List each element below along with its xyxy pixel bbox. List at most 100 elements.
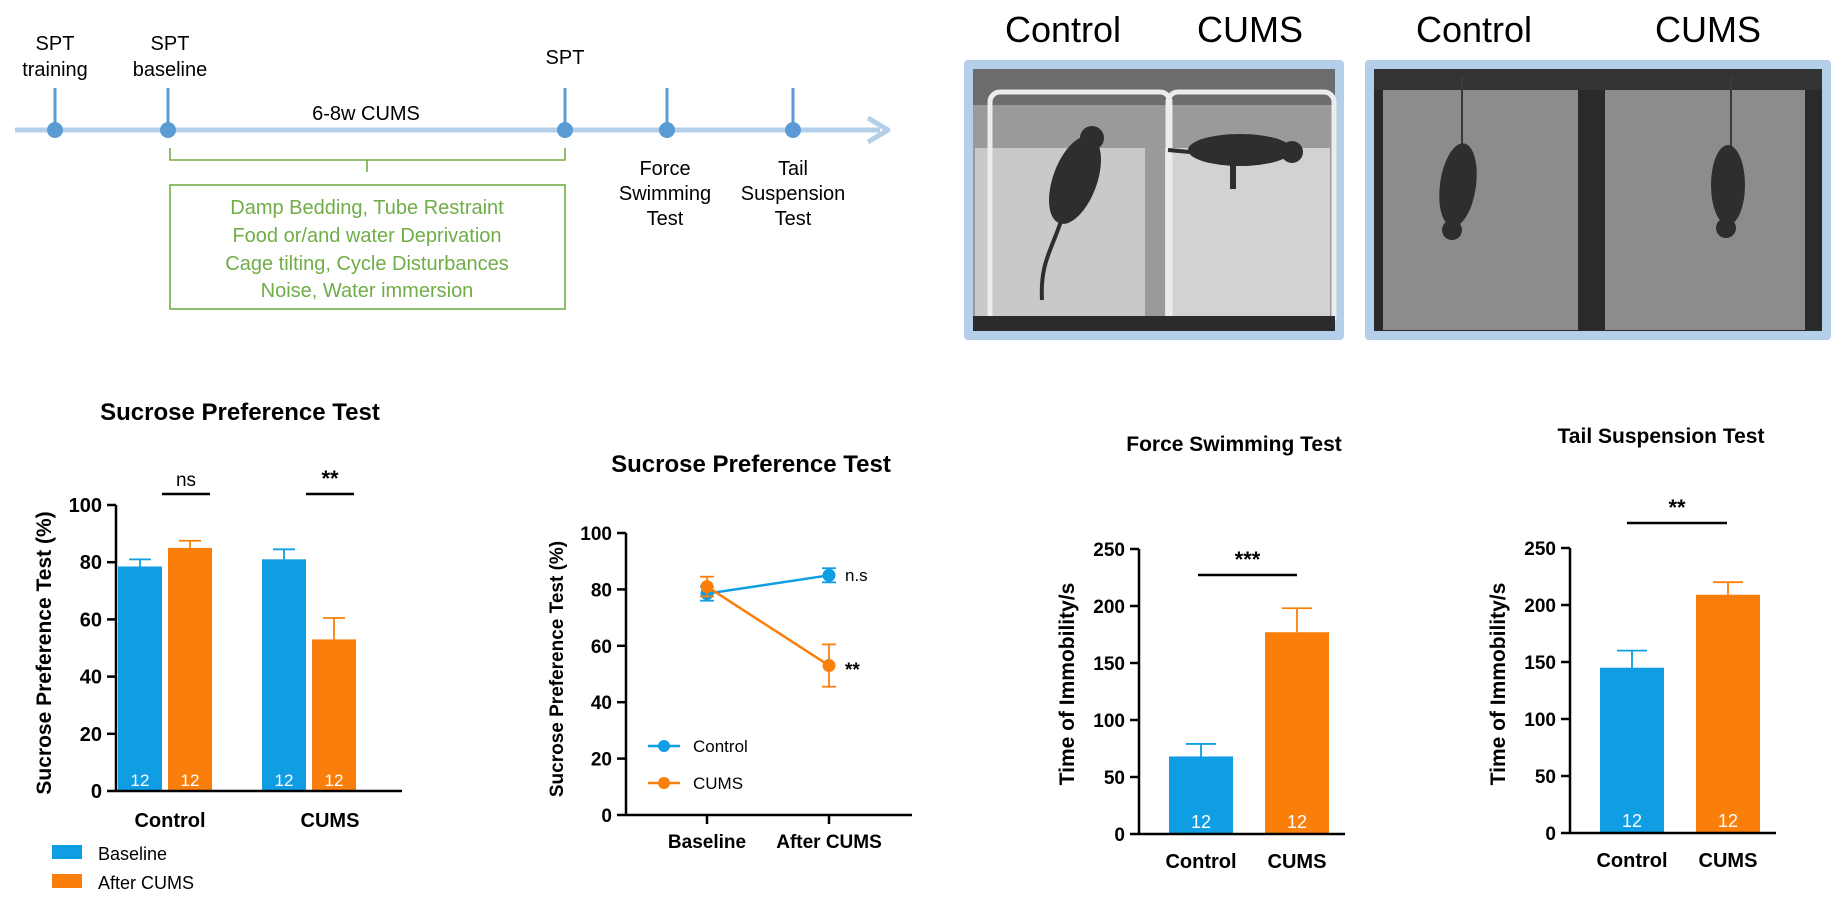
y-tick-label: 100 (1093, 711, 1125, 732)
x-tick-label: Control (1165, 851, 1236, 873)
y-tick-label: 50 (1104, 768, 1125, 789)
x-tick-label: CUMS (1268, 851, 1327, 873)
bar (168, 547, 212, 791)
chart-title: Tail Suspension Test (1558, 425, 1765, 448)
test-label: Tail (778, 158, 808, 180)
bar-n-label: 12 (1191, 812, 1211, 832)
y-tick-label: 250 (1093, 540, 1125, 561)
timeline-marker-spt (557, 122, 573, 138)
chart-title: Sucrose Preference Test (100, 399, 380, 426)
bar (1265, 632, 1329, 834)
y-axis-label: Time of Immobility/s (1487, 583, 1510, 786)
y-tick-label: 80 (80, 552, 102, 574)
chart-title: Sucrose Preference Test (611, 451, 891, 478)
photo-label-cums: CUMS (1655, 9, 1761, 50)
test-label: Test (647, 208, 684, 230)
photo-label-control: Control (1416, 9, 1532, 50)
test-label: Test (775, 208, 812, 230)
legend-label: After CUMS (98, 873, 194, 893)
timeline-marker-fst (659, 122, 675, 138)
y-tick-label: 150 (1093, 654, 1125, 675)
series-line (706, 574, 830, 595)
significance-label: ** (1668, 495, 1686, 520)
y-tick-label: 0 (1545, 824, 1556, 845)
stressor-line: Damp Bedding, Tube Restraint (230, 197, 504, 219)
legend-marker-cums (658, 777, 670, 789)
photo-label-cums: CUMS (1197, 9, 1303, 50)
y-tick-label: 200 (1093, 597, 1125, 618)
period-label: 6-8w CUMS (312, 103, 420, 125)
bar-n-label: 12 (181, 771, 200, 790)
x-tick-label: CUMS (1699, 850, 1758, 872)
y-tick-label: 0 (91, 781, 102, 803)
legend-label: Baseline (98, 844, 167, 864)
bar-n-label: 12 (1622, 811, 1642, 831)
timeline-marker-spt-baseline (160, 122, 176, 138)
legend-label: Control (693, 737, 748, 756)
y-tick-label: 100 (69, 495, 102, 517)
annotation: n.s (845, 566, 868, 585)
legend-swatch-baseline (52, 845, 82, 859)
bar (1696, 594, 1760, 833)
mouse-figure (1711, 145, 1745, 238)
y-tick-label: 100 (580, 524, 612, 545)
annotation: ** (845, 660, 860, 681)
chart-3: Force Swimming Test Time of Immobility/s… (1056, 433, 1345, 873)
legend-marker-control (658, 740, 670, 752)
significance-label: ** (321, 466, 339, 491)
significance-label: ns (176, 470, 196, 491)
bar (118, 566, 162, 791)
y-tick-label: 200 (1524, 596, 1556, 617)
y-tick-label: 80 (591, 580, 612, 601)
y-tick-label: 40 (80, 667, 102, 689)
bar (262, 559, 306, 791)
timeline-marker-spt-training (47, 122, 63, 138)
y-tick-label: 60 (591, 637, 612, 658)
photo-label-control: Control (1005, 9, 1121, 50)
mouse-figure (1167, 134, 1303, 189)
bar (1600, 667, 1664, 833)
stressor-line: Food or/and water Deprivation (232, 225, 501, 247)
event-label: SPT (151, 33, 190, 55)
y-tick-label: 100 (1524, 710, 1556, 731)
bar-n-label: 12 (1718, 811, 1738, 831)
y-tick-label: 0 (1114, 825, 1125, 846)
mouse-figure (1039, 126, 1104, 301)
y-tick-label: 50 (1535, 767, 1556, 788)
y-tick-label: 40 (591, 693, 612, 714)
cums-period-bracket (169, 148, 566, 172)
bar-n-label: 12 (1287, 812, 1307, 832)
event-label: training (22, 59, 88, 81)
bar-n-label: 12 (131, 771, 150, 790)
stressor-line: Cage tilting, Cycle Disturbances (225, 253, 508, 275)
stressor-box (169, 184, 566, 310)
y-axis-label: Sucrose Preference Test (%) (547, 541, 568, 797)
data-point (822, 659, 836, 673)
test-label: Force (639, 158, 690, 180)
y-tick-label: 60 (80, 609, 102, 631)
mouse-figure (1439, 143, 1477, 240)
tail-suspension-photo-panel: Control CUMS (1365, 9, 1831, 340)
significance-label: *** (1235, 547, 1261, 572)
bar (312, 639, 356, 791)
data-point (700, 580, 714, 594)
event-label: SPT (36, 33, 75, 55)
bar (1169, 756, 1233, 834)
x-tick-label: Control (1596, 850, 1667, 872)
event-label: baseline (133, 59, 208, 81)
data-point (822, 568, 836, 582)
y-tick-label: 20 (591, 750, 612, 771)
chart-title: Force Swimming Test (1126, 433, 1342, 456)
y-tick-label: 20 (80, 724, 102, 746)
series-line (706, 585, 830, 667)
test-label: Suspension (741, 183, 846, 205)
y-tick-label: 0 (601, 806, 612, 827)
chart-4: Tail Suspension Test Time of Immobility/… (1487, 425, 1776, 872)
chart-1: Sucrose Preference Test Sucrose Preferen… (33, 399, 402, 893)
x-tick-label: Control (134, 810, 205, 832)
y-tick-label: 150 (1524, 653, 1556, 674)
y-tick-label: 250 (1524, 539, 1556, 560)
y-axis-label: Time of Immobility/s (1056, 583, 1079, 786)
x-tick-label: CUMS (301, 810, 360, 832)
